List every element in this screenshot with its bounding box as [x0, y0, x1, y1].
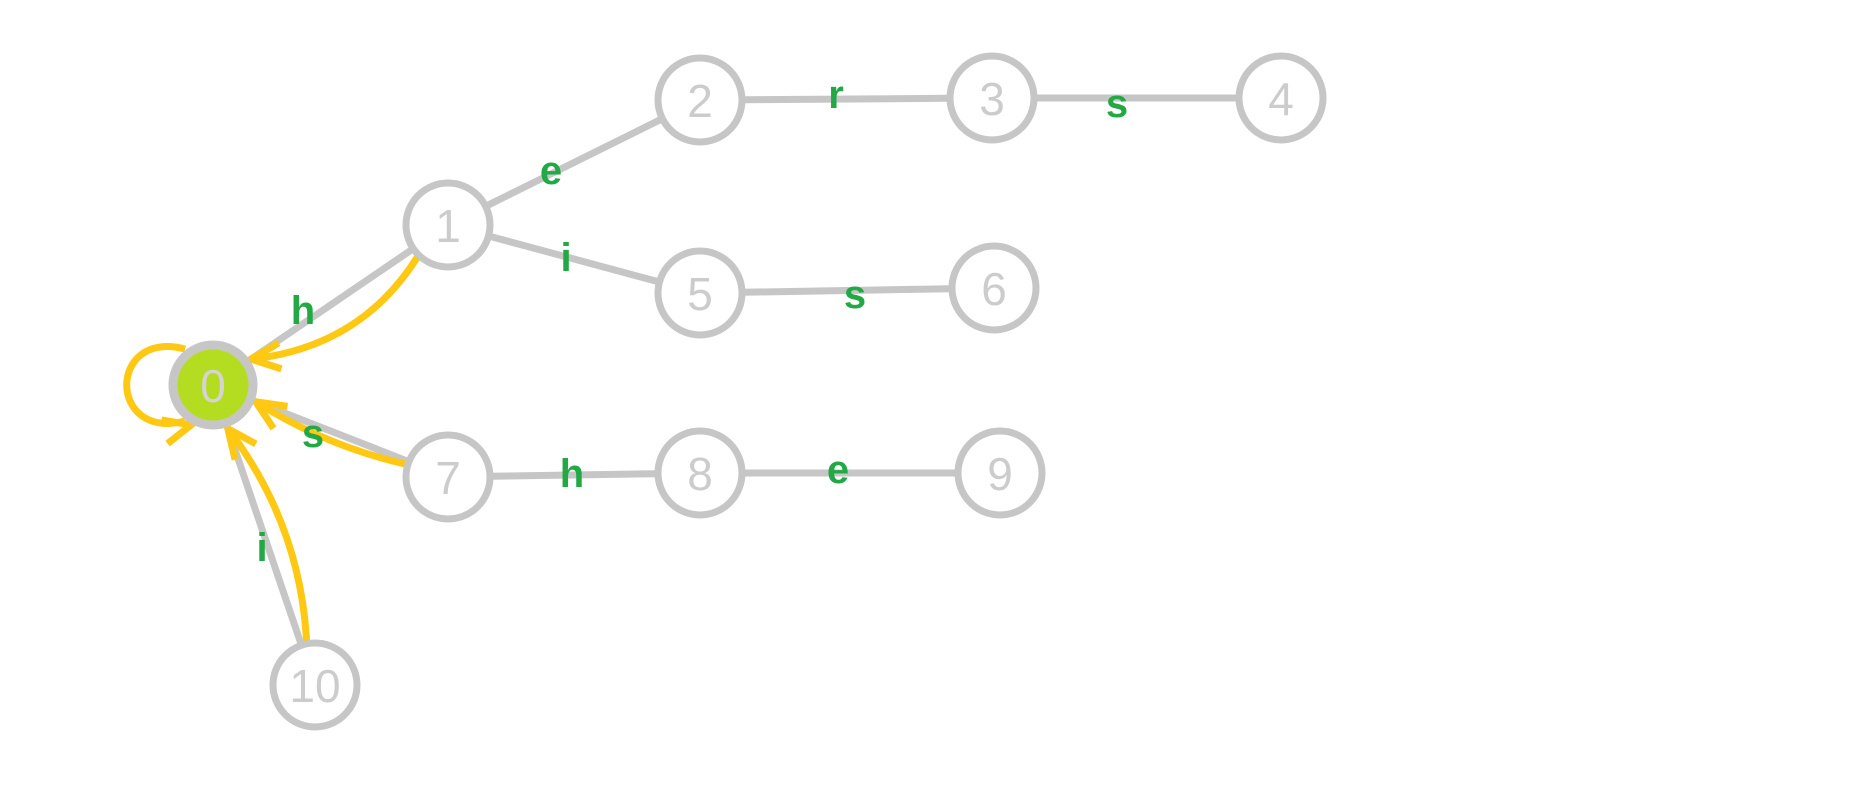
graph-node-6[interactable]: 6 [948, 242, 1040, 334]
node-circle [948, 242, 1040, 334]
graph-node-4[interactable]: 4 [1235, 52, 1327, 144]
tree-edge-2-3 [743, 94, 949, 104]
edge-label-3-4: s [1106, 82, 1128, 126]
tree-edge-0-10 [223, 425, 305, 645]
edge-label-8-9: e [827, 448, 849, 492]
node-layer: 0 1 2 3 4 5 6 7 8 9 10 [168, 52, 1327, 731]
failure-edge-self-loop-0 [123, 343, 186, 427]
node-circle [654, 54, 746, 146]
failure-arrowhead-self-loop-0 [160, 416, 200, 447]
graph-node-1[interactable]: 1 [402, 179, 494, 271]
tree-edge-5-6 [743, 285, 951, 296]
failure-edge-10-0 [225, 426, 311, 663]
node-label-10: 10 [289, 660, 340, 712]
node-label-3: 3 [979, 73, 1005, 125]
edge-label-5-6: s [844, 273, 866, 317]
graph-node-8[interactable]: 8 [654, 427, 746, 519]
edge-label-7-8: h [560, 452, 584, 496]
edge-label-1-2: e [540, 149, 562, 193]
graph-node-3[interactable]: 3 [946, 52, 1038, 144]
node-circle [654, 427, 746, 519]
failure-edge-1-0 [250, 236, 432, 363]
node-label-4: 4 [1268, 73, 1294, 125]
node-circle [1235, 52, 1327, 144]
graph-node-7[interactable]: 7 [402, 431, 494, 523]
edge-label-0-1: h [291, 289, 315, 333]
tree-edge-7-8 [491, 470, 657, 480]
graph-node-2[interactable]: 2 [654, 54, 746, 146]
failure-arrowhead-10-0 [222, 421, 258, 461]
node-label-7: 7 [435, 452, 461, 504]
node-circle-active [168, 340, 258, 430]
node-label-6: 6 [981, 263, 1007, 315]
node-label-2: 2 [687, 75, 713, 127]
tree-edge-layer [223, 94, 1237, 645]
failure-arrowhead-7-0 [248, 397, 289, 431]
node-label-9: 9 [987, 448, 1013, 500]
edge-label-0-7: s [302, 412, 324, 456]
graph-node-0[interactable]: 0 [168, 340, 258, 430]
failure-edge-layer [123, 236, 432, 663]
edge-label-0-10: i [256, 526, 267, 570]
graph-node-9[interactable]: 9 [954, 427, 1046, 519]
edge-label-2-3: r [828, 73, 844, 117]
node-circle [402, 431, 494, 523]
edge-label-1-5: i [560, 236, 571, 280]
node-circle [946, 52, 1038, 144]
node-circle [654, 247, 746, 339]
tree-edge-1-5 [489, 233, 659, 285]
failure-edge-7-0 [253, 398, 427, 472]
node-circle [402, 179, 494, 271]
node-label-1: 1 [435, 200, 461, 252]
node-label-0: 0 [200, 360, 226, 412]
node-circle [269, 639, 361, 731]
graph-node-10[interactable]: 10 [269, 639, 361, 731]
node-label-8: 8 [687, 448, 713, 500]
tree-edge-0-7 [252, 397, 409, 465]
node-circle [954, 427, 1046, 519]
failure-arrowhead-1-0 [242, 339, 283, 373]
tree-edge-1-2 [485, 116, 663, 209]
graph-node-5[interactable]: 5 [654, 247, 746, 339]
node-label-5: 5 [687, 268, 713, 320]
